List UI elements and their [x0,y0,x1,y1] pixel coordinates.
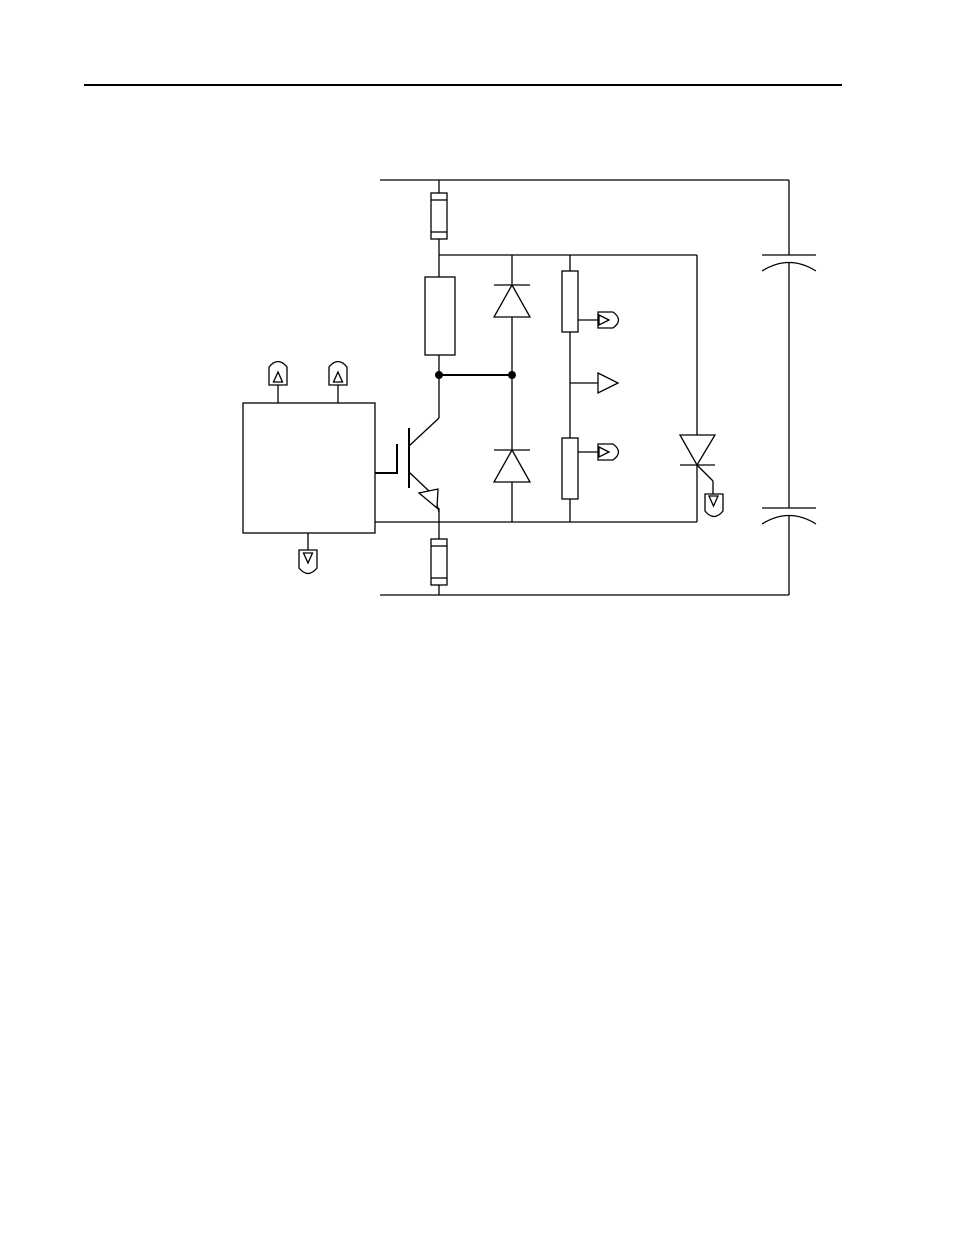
lower-divider-resistor [562,438,578,499]
igbt-transistor [375,375,439,539]
driver-output-connector [299,550,317,574]
collector-resistor [425,277,455,355]
upper-divider-resistor [562,271,578,332]
upper-diode [494,285,530,317]
driver-input-connector-1 [269,362,287,386]
divider-tap-lower-connector [598,444,619,460]
gate-driver-block [243,403,375,533]
bottom-fuse [431,539,447,585]
top-fuse [431,193,447,239]
divider-midpoint-connector [598,373,618,393]
divider-tap-upper-connector [598,312,619,328]
thyristor-gate-connector [705,494,723,517]
lower-diode [494,450,530,482]
driver-input-connector-2 [329,362,347,386]
